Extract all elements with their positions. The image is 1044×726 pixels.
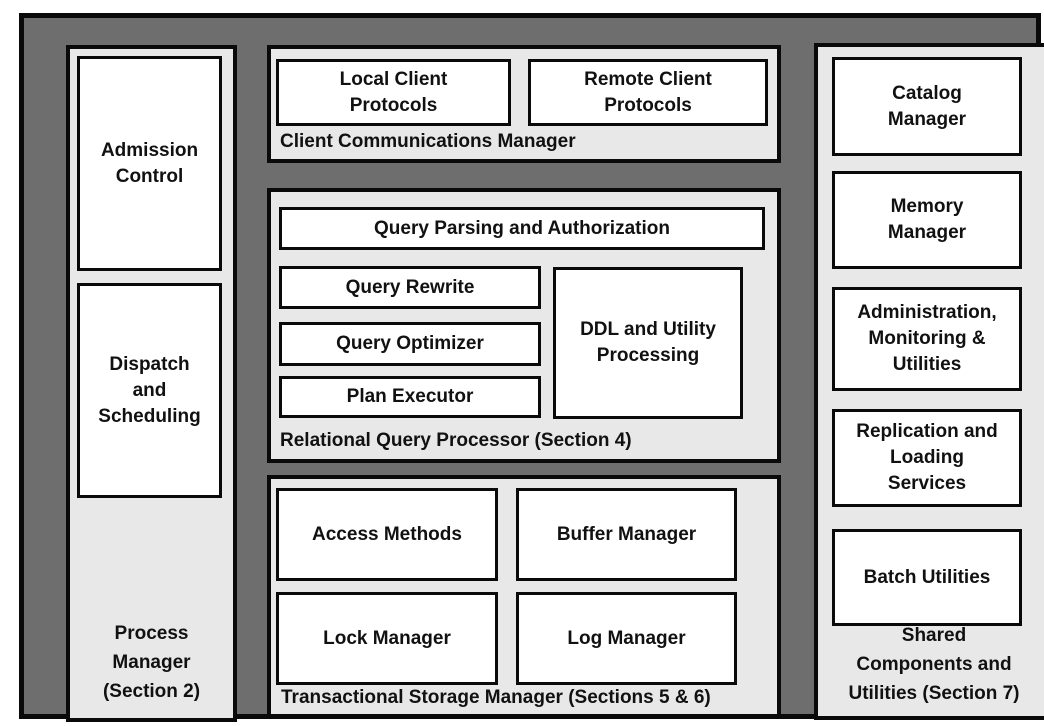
panel-process-manager: Admission Control Dispatch and Schedulin… <box>66 45 237 722</box>
box-buffer-manager: Buffer Manager <box>516 488 737 581</box>
caption-process-manager: Process Manager (Section 2) <box>102 623 201 702</box>
box-access-methods: Access Methods <box>276 488 498 581</box>
caption-transactional-storage-manager: Transactional Storage Manager (Sections … <box>281 687 711 708</box>
panel-relational-query-processor: Query Parsing and Authorization Query Re… <box>267 188 781 463</box>
box-memory-manager: Memory Manager <box>832 171 1022 269</box>
outer-frame: Admission Control Dispatch and Schedulin… <box>19 13 1044 722</box>
box-query-optimizer: Query Optimizer <box>279 322 541 366</box>
box-local-client-protocols: Local Client Protocols <box>276 59 511 126</box>
caption-shared-components-and-utilities: Shared Components and Utilities (Section… <box>848 625 1020 704</box>
caption-relational-query-processor: Relational Query Processor (Section 4) <box>280 430 632 451</box>
panel-transactional-storage-manager: Access Methods Buffer Manager Lock Manag… <box>267 475 781 718</box>
caption-client-communications-manager: Client Communications Manager <box>280 131 576 152</box>
box-log-manager: Log Manager <box>516 592 737 685</box>
panel-client-communications-manager: Local Client Protocols Remote Client Pro… <box>267 45 781 163</box>
box-query-parsing-and-authorization: Query Parsing and Authorization <box>279 207 765 250</box>
box-batch-utilities: Batch Utilities <box>832 529 1022 626</box>
box-plan-executor: Plan Executor <box>279 376 541 418</box>
box-replication-and-loading-services: Replication and Loading Services <box>832 409 1022 507</box>
box-lock-manager: Lock Manager <box>276 592 498 685</box>
box-remote-client-protocols: Remote Client Protocols <box>528 59 768 126</box>
box-query-rewrite: Query Rewrite <box>279 266 541 309</box>
box-administration-monitoring-utilities: Administration, Monitoring & Utilities <box>832 287 1022 391</box>
box-catalog-manager: Catalog Manager <box>832 57 1022 156</box>
panel-shared-components-and-utilities: Catalog Manager Memory Manager Administr… <box>814 43 1044 720</box>
box-dispatch-and-scheduling: Dispatch and Scheduling <box>77 283 222 498</box>
box-ddl-and-utility-processing: DDL and Utility Processing <box>553 267 743 419</box>
box-admission-control: Admission Control <box>77 56 222 271</box>
